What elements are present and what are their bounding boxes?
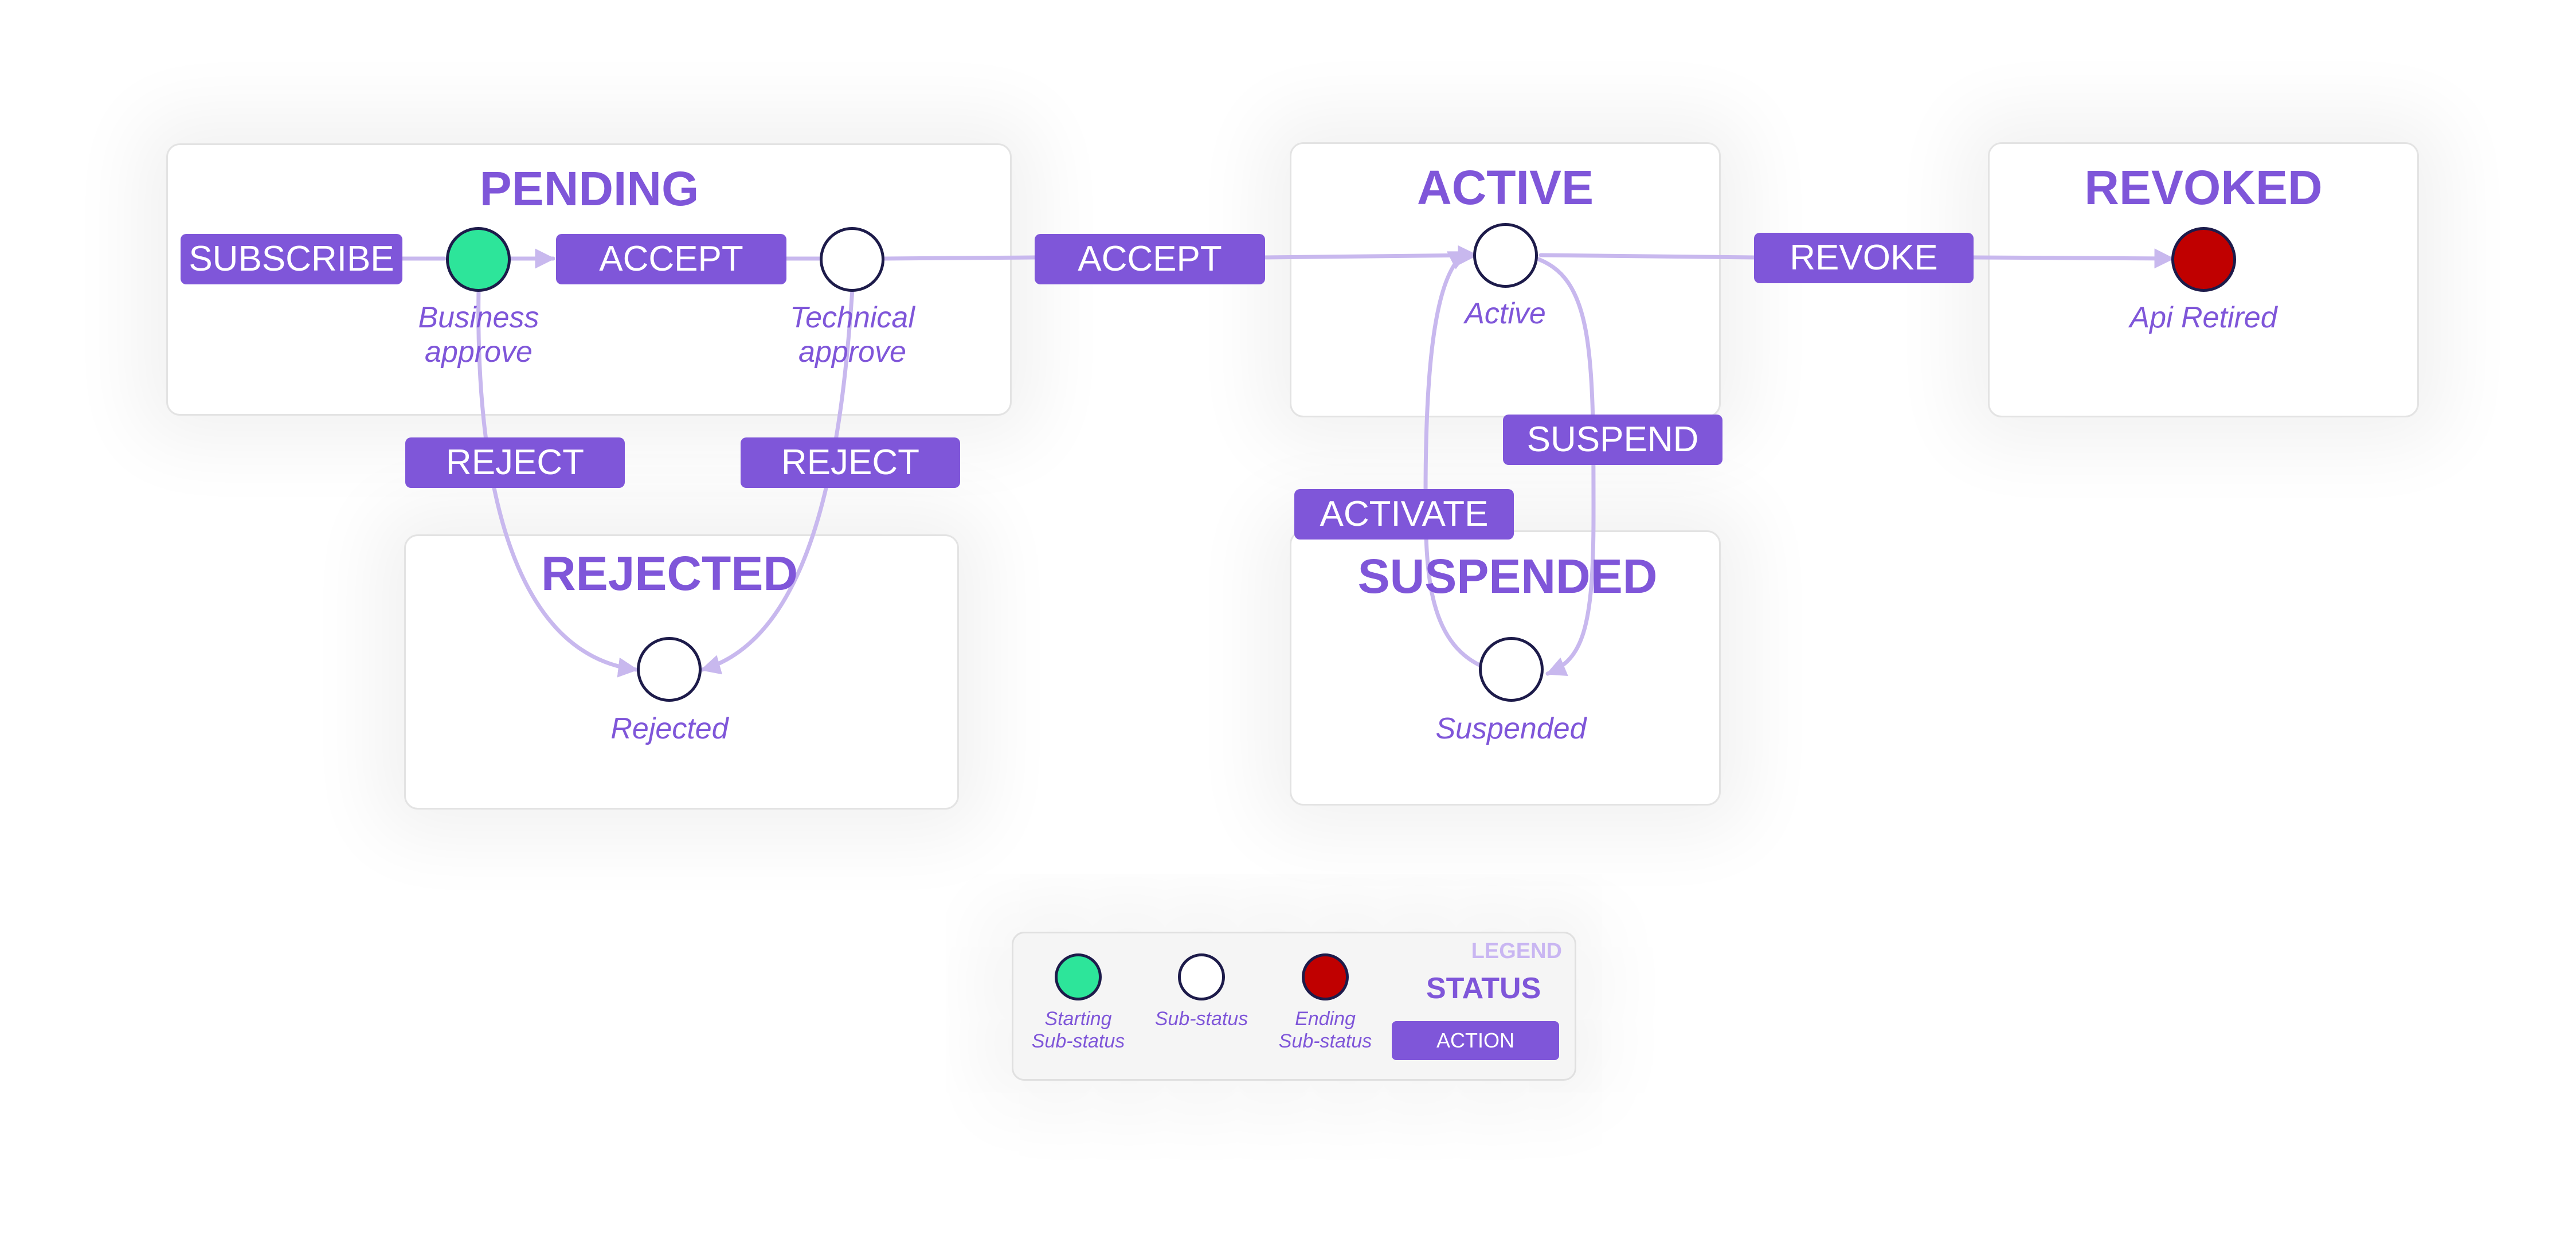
- legend-starting-node: [1055, 953, 1102, 1000]
- legend-starting-label-line1: Starting: [1044, 1008, 1112, 1030]
- api-retired-node: [2171, 227, 2236, 292]
- legend-ending-node: [1302, 953, 1349, 1000]
- legend-starting-label: Starting Sub-status: [1032, 1008, 1125, 1053]
- arrow-revoke-to-revoked: [1971, 248, 2175, 269]
- legend-ending-label-line2: Sub-status: [1278, 1030, 1372, 1053]
- legend-substatus-node: [1178, 953, 1225, 1000]
- active-label: Active: [1465, 297, 1546, 330]
- arrow-active-to-revoke: [1538, 253, 1756, 260]
- status-title-active: ACTIVE: [1416, 161, 1594, 214]
- status-title-revoked: REVOKED: [2084, 161, 2323, 214]
- action-subscribe: SUBSCRIBE: [181, 234, 402, 284]
- suspended-node: [1479, 637, 1544, 702]
- action-suspend: SUSPEND: [1503, 415, 1722, 465]
- active-node: [1473, 223, 1538, 288]
- legend-substatus-label: Sub-status: [1154, 1008, 1248, 1030]
- arrow-business-reject: [476, 287, 639, 678]
- legend-action-example: ACTION: [1392, 1021, 1559, 1060]
- arrow-accept-to-active: [1262, 245, 1478, 265]
- business-approve-label: Business approve: [418, 301, 539, 370]
- legend-title: LEGEND: [1471, 939, 1562, 963]
- arrow-technical-reject: [700, 287, 855, 675]
- status-title-rejected: REJECTED: [541, 546, 798, 600]
- api-retired-label: Api Retired: [2129, 301, 2277, 334]
- legend-status-example: STATUS: [1426, 972, 1541, 1005]
- business-approve-label-line2: approve: [425, 335, 533, 369]
- legend-starting-label-line2: Sub-status: [1031, 1030, 1125, 1053]
- action-activate: ACTIVATE: [1294, 489, 1514, 540]
- action-reject-business: REJECT: [405, 437, 625, 488]
- status-title-pending: PENDING: [479, 162, 699, 216]
- action-accept-to-active: ACCEPT: [1035, 234, 1265, 284]
- rejected-node: [637, 637, 702, 702]
- technical-approve-label-line2: approve: [798, 335, 906, 369]
- action-reject-technical: REJECT: [741, 437, 960, 488]
- technical-approve-label: Technical approve: [790, 301, 915, 370]
- arrow-technical-to-accept: [882, 255, 1037, 261]
- business-approve-node: [446, 227, 511, 292]
- legend-ending-label: Ending Sub-status: [1279, 1008, 1372, 1053]
- suspended-label: Suspended: [1435, 712, 1587, 745]
- status-title-suspended: SUSPENDED: [1357, 549, 1658, 603]
- technical-approve-label-line1: Technical: [790, 301, 915, 334]
- legend: LEGEND Starting Sub-status Sub-status En…: [1012, 932, 1576, 1081]
- legend-ending-label-line1: Ending: [1295, 1008, 1356, 1030]
- business-approve-label-line1: Business: [418, 301, 539, 334]
- arrow-suspend: [1522, 253, 1596, 677]
- action-accept-pending: ACCEPT: [556, 234, 786, 284]
- rejected-label: Rejected: [610, 712, 729, 745]
- action-revoke: REVOKE: [1754, 233, 1974, 283]
- technical-approve-node: [820, 227, 884, 292]
